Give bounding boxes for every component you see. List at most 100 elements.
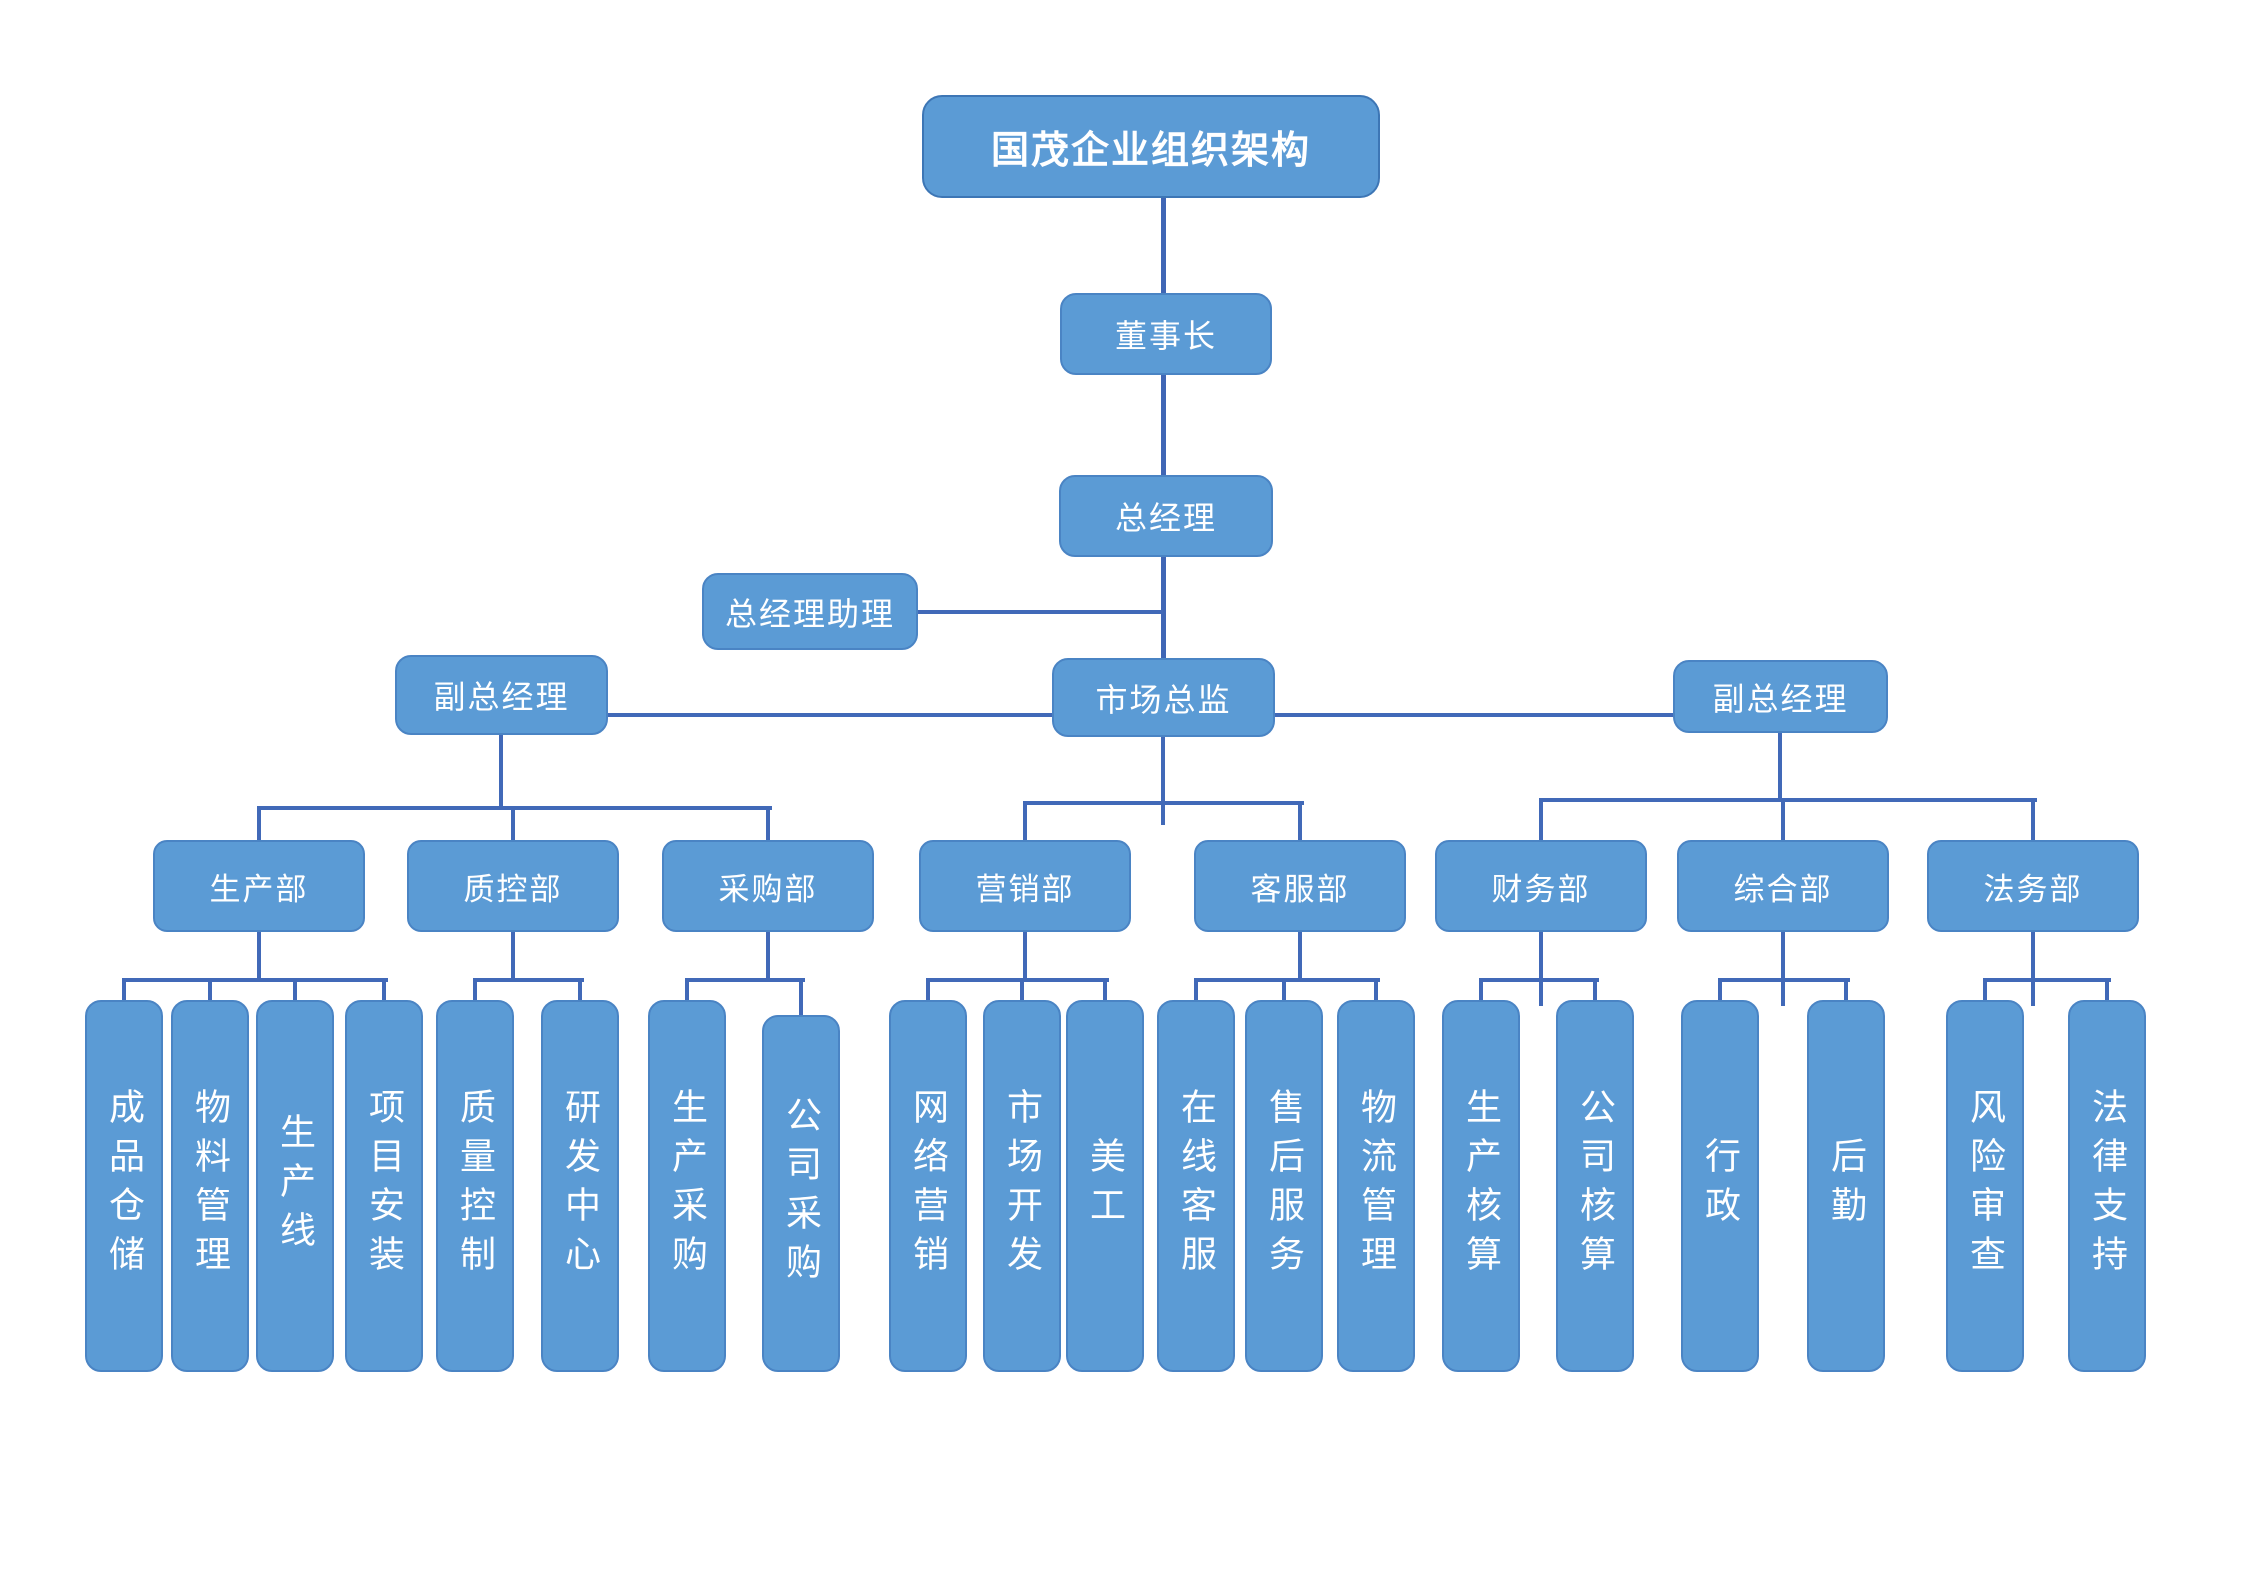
unit-label: 研发中心 (560, 1088, 600, 1284)
connector (511, 806, 515, 844)
node-gm-assistant[interactable]: 总经理助理 (702, 573, 918, 650)
unit-label: 生产线 (275, 1112, 315, 1260)
node-unit-online-customer-service[interactable]: 在线客服 (1157, 1000, 1235, 1372)
connector (1298, 932, 1302, 980)
node-dept-quality-control[interactable]: 质控部 (407, 840, 619, 932)
node-general-manager[interactable]: 总经理 (1059, 475, 1273, 557)
node-dept-procurement[interactable]: 采购部 (662, 840, 874, 932)
unit-label: 质量控制 (455, 1088, 495, 1284)
node-unit-risk-review[interactable]: 风险审查 (1946, 1000, 2024, 1372)
node-unit-rd-center[interactable]: 研发中心 (541, 1000, 619, 1372)
connector (1479, 978, 1483, 1004)
node-unit-finished-goods-warehouse[interactable]: 成品仓储 (85, 1000, 163, 1372)
node-marketing-director[interactable]: 市场总监 (1052, 658, 1275, 737)
node-chairman[interactable]: 董事长 (1060, 293, 1272, 375)
connector (257, 806, 261, 844)
node-unit-after-sales-service[interactable]: 售后服务 (1245, 1000, 1323, 1372)
connector (382, 978, 386, 1004)
node-dept-customer-service[interactable]: 客服部 (1194, 840, 1406, 932)
node-unit-online-marketing[interactable]: 网络营销 (889, 1000, 967, 1372)
connector (473, 978, 584, 982)
connector (578, 978, 582, 1004)
node-unit-production-line[interactable]: 生产线 (256, 1000, 334, 1372)
unit-label: 公司采购 (781, 1095, 821, 1292)
connector (1593, 978, 1597, 1004)
connector (916, 610, 1163, 614)
connector (1023, 801, 1027, 842)
node-unit-market-development[interactable]: 市场开发 (983, 1000, 1061, 1372)
connector (257, 932, 261, 980)
connector (1479, 978, 1599, 982)
connector (1781, 932, 1785, 1006)
node-dept-finance[interactable]: 财务部 (1435, 840, 1647, 932)
node-unit-production-accounting[interactable]: 生产核算 (1442, 1000, 1520, 1372)
connector (1161, 198, 1166, 295)
connector (799, 978, 803, 1018)
connector (685, 978, 689, 1004)
node-unit-project-installation[interactable]: 项目安装 (345, 1000, 423, 1372)
connector (1282, 978, 1286, 1004)
connector (1298, 801, 1302, 842)
node-deputy-gm-right[interactable]: 副总经理 (1673, 660, 1888, 733)
connector (473, 978, 477, 1004)
unit-label: 行政 (1700, 1137, 1740, 1235)
connector (1718, 978, 1722, 1004)
connector (1161, 557, 1166, 660)
node-unit-logistics-support[interactable]: 后勤 (1807, 1000, 1885, 1372)
unit-label: 生产核算 (1461, 1088, 1501, 1284)
node-dept-general-affairs[interactable]: 综合部 (1677, 840, 1889, 932)
connector (1781, 798, 1785, 842)
connector (685, 978, 805, 982)
connector (1020, 978, 1024, 1004)
unit-label: 成品仓储 (104, 1088, 144, 1284)
connector (1023, 801, 1304, 805)
node-dept-marketing[interactable]: 营销部 (919, 840, 1131, 932)
connector (293, 978, 297, 1004)
unit-label: 市场开发 (1002, 1088, 1042, 1284)
connector (1539, 932, 1543, 1006)
node-unit-logistics-management[interactable]: 物流管理 (1337, 1000, 1415, 1372)
unit-label: 网络营销 (908, 1088, 948, 1284)
connector (1539, 798, 2037, 802)
unit-label: 法律支持 (2087, 1088, 2127, 1284)
node-unit-legal-support[interactable]: 法律支持 (2068, 1000, 2146, 1372)
connector (926, 978, 1109, 982)
node-unit-material-management[interactable]: 物料管理 (171, 1000, 249, 1372)
connector (208, 978, 212, 1004)
connector (511, 932, 515, 980)
node-unit-production-procurement[interactable]: 生产采购 (648, 1000, 726, 1372)
connector (2031, 932, 2035, 1006)
connector (2105, 978, 2109, 1004)
connector (1983, 978, 1987, 1004)
node-unit-quality-control[interactable]: 质量控制 (436, 1000, 514, 1372)
unit-label: 后勤 (1826, 1137, 1866, 1235)
connector (1194, 978, 1380, 982)
connector (766, 806, 770, 844)
connector (1718, 978, 1850, 982)
connector (1023, 932, 1027, 980)
node-unit-administration[interactable]: 行政 (1681, 1000, 1759, 1372)
node-unit-company-accounting[interactable]: 公司核算 (1556, 1000, 1634, 1372)
node-dept-legal[interactable]: 法务部 (1927, 840, 2139, 932)
unit-label: 公司核算 (1575, 1088, 1615, 1284)
connector (1844, 978, 1848, 1004)
connector (926, 978, 930, 1004)
connector (2031, 798, 2035, 842)
unit-label: 项目安装 (364, 1088, 404, 1284)
connector (1983, 978, 2111, 982)
connector (1539, 798, 1543, 842)
connector (1103, 978, 1107, 1004)
unit-label: 物料管理 (190, 1088, 230, 1284)
node-title[interactable]: 国茂企业组织架构 (922, 95, 1380, 198)
node-deputy-gm-left[interactable]: 副总经理 (395, 655, 608, 735)
connector (1194, 978, 1198, 1004)
node-unit-art-design[interactable]: 美工 (1066, 1000, 1144, 1372)
unit-label: 生产采购 (667, 1088, 707, 1284)
node-dept-production[interactable]: 生产部 (153, 840, 365, 932)
connector (1161, 375, 1166, 477)
unit-label: 在线客服 (1176, 1088, 1216, 1284)
connector (122, 978, 126, 1004)
node-unit-company-procurement[interactable]: 公司采购 (762, 1015, 840, 1372)
unit-label: 物流管理 (1356, 1088, 1396, 1284)
